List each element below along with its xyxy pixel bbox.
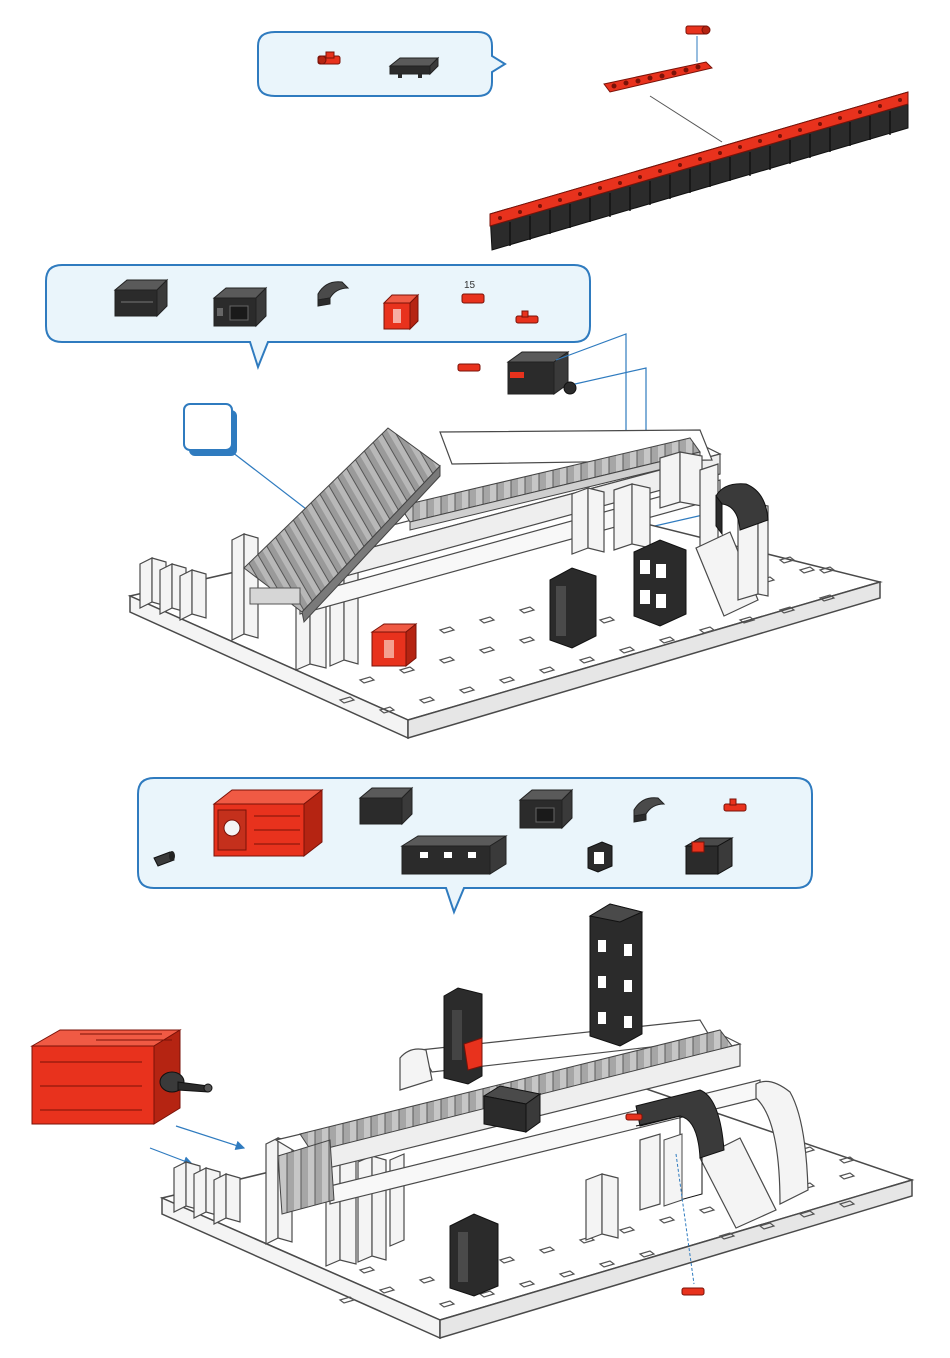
- red-connector-exploded-middle: [458, 364, 480, 371]
- black-angle-block-part: [214, 288, 266, 326]
- step-number-box: [184, 404, 237, 456]
- step-bottom: [32, 778, 912, 1338]
- switch-tower-bottom: [444, 988, 482, 1084]
- red-connector-strip: [604, 62, 712, 92]
- black-building-block-part: [360, 788, 412, 824]
- black-small-clip-part: [588, 842, 612, 872]
- black-angle-block-mounted-bottom: [450, 1214, 498, 1296]
- red-motor-part: [214, 790, 322, 856]
- black-building-block-part: [115, 280, 167, 316]
- parts-bubble-top: [258, 32, 505, 96]
- conveyor-chain-strip: [490, 92, 908, 250]
- step-middle: 15: [46, 265, 880, 738]
- parts-bubble-bottom: [138, 778, 812, 912]
- black-block-on-belt-bottom: [484, 1086, 540, 1132]
- step-top: [258, 26, 908, 250]
- red-cross-block-part: [384, 295, 418, 329]
- part-quantity-label: 15: [464, 280, 476, 291]
- red-connector-exploded-bottom: [682, 1288, 704, 1295]
- parts-bubble-middle: 15: [46, 265, 590, 367]
- red-connector-mounted-bottom: [626, 1114, 642, 1120]
- red-motor-exploded: [32, 1030, 212, 1124]
- black-angle-block-part: [520, 790, 572, 828]
- red-switch-part: [686, 838, 732, 874]
- black-long-angle-block-part: [402, 836, 506, 874]
- exploded-block-middle: [508, 352, 576, 394]
- red-connector-exploded: [686, 26, 710, 34]
- black-tower-bottom: [590, 904, 642, 1046]
- red-cross-block-mounted-middle: [372, 624, 416, 666]
